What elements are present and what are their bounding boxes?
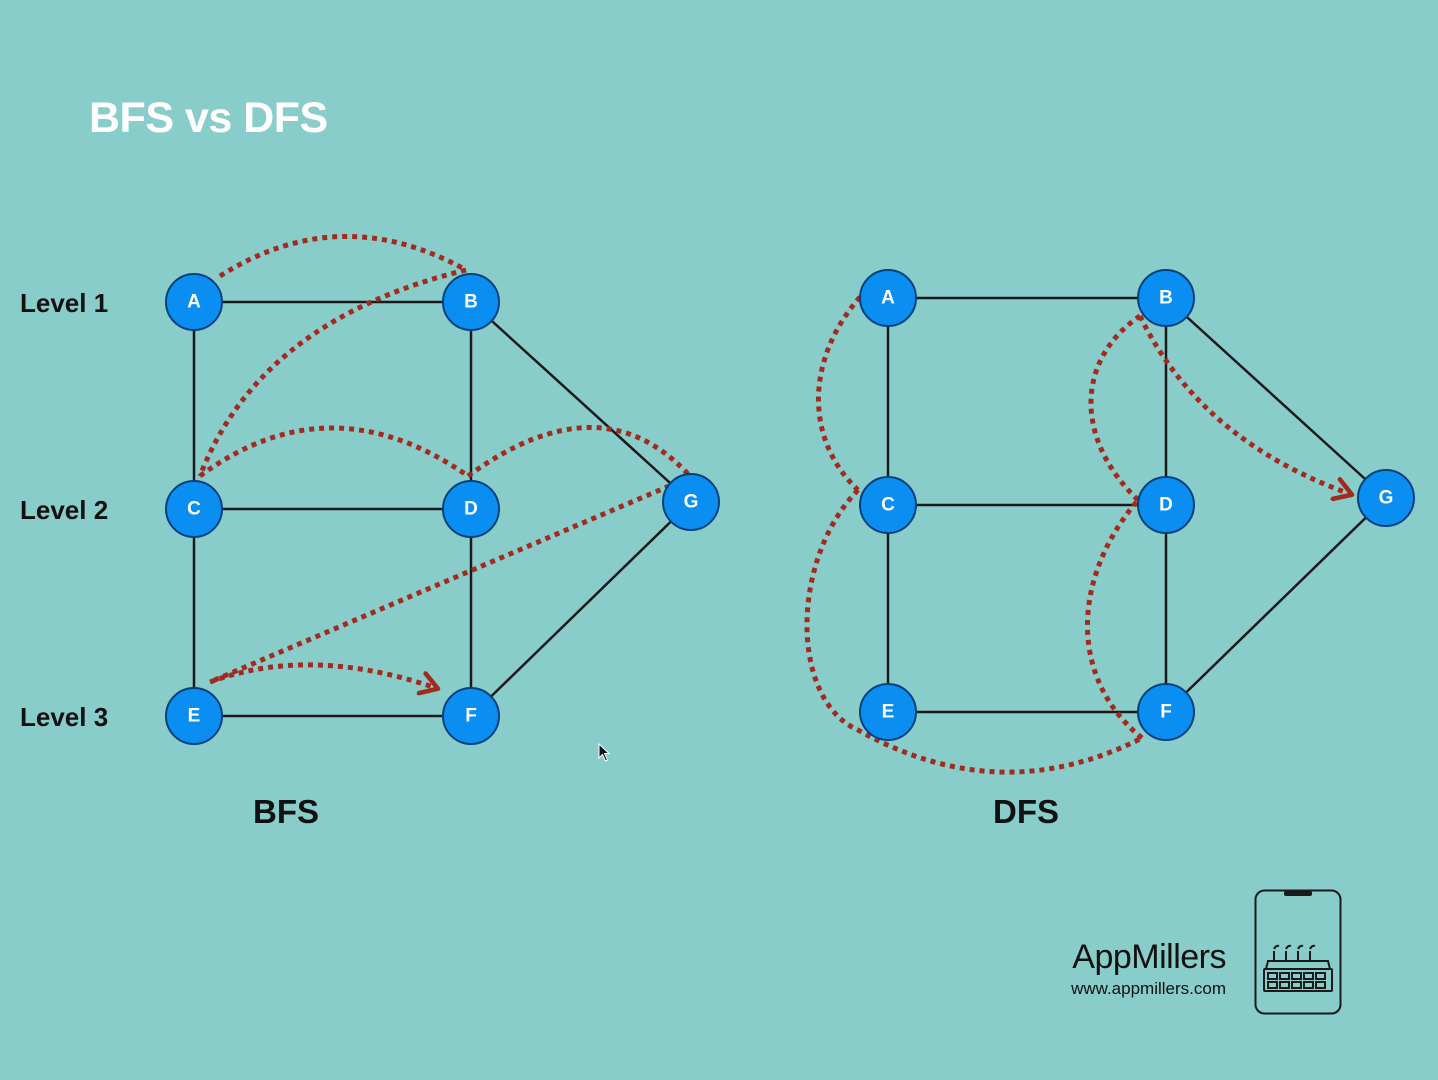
bfs-node-d: D — [442, 480, 500, 538]
dfs-node-e: E — [859, 683, 917, 741]
brand-block: AppMillers www.appmillers.com — [1071, 938, 1226, 999]
bfs-node-c: C — [165, 480, 223, 538]
dfs-traversal-path — [804, 295, 1350, 775]
bfs-node-e: E — [165, 687, 223, 745]
dfs-node-c: C — [859, 476, 917, 534]
dfs-node-g: G — [1357, 469, 1415, 527]
bfs-node-b-label: B — [464, 292, 478, 313]
bfs-caption: BFS — [253, 793, 319, 830]
brand-name: AppMillers — [1072, 938, 1226, 976]
bfs-edges — [192, 300, 692, 718]
bfs-node-e-label: E — [188, 706, 201, 727]
dfs-node-d-label: D — [1159, 495, 1173, 516]
brand-url: www.appmillers.com — [1071, 979, 1226, 998]
bfs-node-c-label: C — [187, 499, 201, 520]
bfs-edge-b-g — [470, 301, 692, 503]
dfs-node-a-label: A — [881, 288, 895, 309]
bfs-traversal-path — [197, 233, 690, 688]
dfs-step-d-b — [1088, 313, 1142, 502]
dfs-step-a-c — [816, 295, 862, 492]
dfs-node-g-label: G — [1379, 488, 1394, 509]
bfs-step-g-e — [209, 475, 689, 685]
bfs-step-a-b — [218, 233, 468, 279]
dfs-node-f: F — [1137, 683, 1195, 741]
bfs-node-b: B — [442, 273, 500, 331]
dfs-edge-b-g — [1165, 297, 1387, 499]
level-3-label: Level 3 — [20, 702, 109, 732]
dfs-node-d: D — [1137, 476, 1195, 534]
dfs-node-b-label: B — [1159, 288, 1173, 309]
dfs-step-c-e-f — [804, 488, 1144, 775]
bfs-step-c-d — [198, 425, 470, 479]
bfs-step-d-g — [466, 425, 690, 479]
dfs-nodes: A B C D E — [859, 269, 1415, 741]
mouse-cursor-icon — [598, 743, 611, 762]
dfs-node-f-label: F — [1160, 702, 1172, 723]
bfs-node-g: G — [662, 473, 720, 531]
dfs-step-b-g — [1137, 314, 1350, 494]
bfs-nodes: A B C D E — [165, 273, 720, 745]
dfs-node-e-label: E — [882, 702, 895, 723]
bfs-edge-f-g — [470, 501, 692, 717]
dfs-caption: DFS — [993, 793, 1059, 830]
bfs-node-f-label: F — [465, 706, 477, 727]
level-1-label: Level 1 — [20, 288, 109, 318]
dfs-node-a: A — [859, 269, 917, 327]
slide-title: BFS vs DFS — [89, 94, 328, 142]
bfs-node-a: A — [165, 273, 223, 331]
dfs-graph: A B C D E — [804, 269, 1415, 775]
bfs-graph: A B C D E — [165, 233, 720, 745]
dfs-node-c-label: C — [881, 495, 895, 516]
dfs-edge-f-g — [1165, 497, 1387, 713]
dfs-node-b: B — [1137, 269, 1195, 327]
bfs-step-b-c — [197, 267, 467, 477]
bfs-node-d-label: D — [464, 499, 478, 520]
bfs-node-g-label: G — [684, 492, 699, 513]
dfs-edges — [886, 296, 1387, 714]
bfs-node-a-label: A — [187, 292, 201, 313]
bfs-node-f: F — [442, 687, 500, 745]
phone-factory-icon — [1254, 889, 1342, 1015]
level-2-label: Level 2 — [20, 495, 109, 525]
dfs-step-f-d — [1085, 498, 1144, 740]
